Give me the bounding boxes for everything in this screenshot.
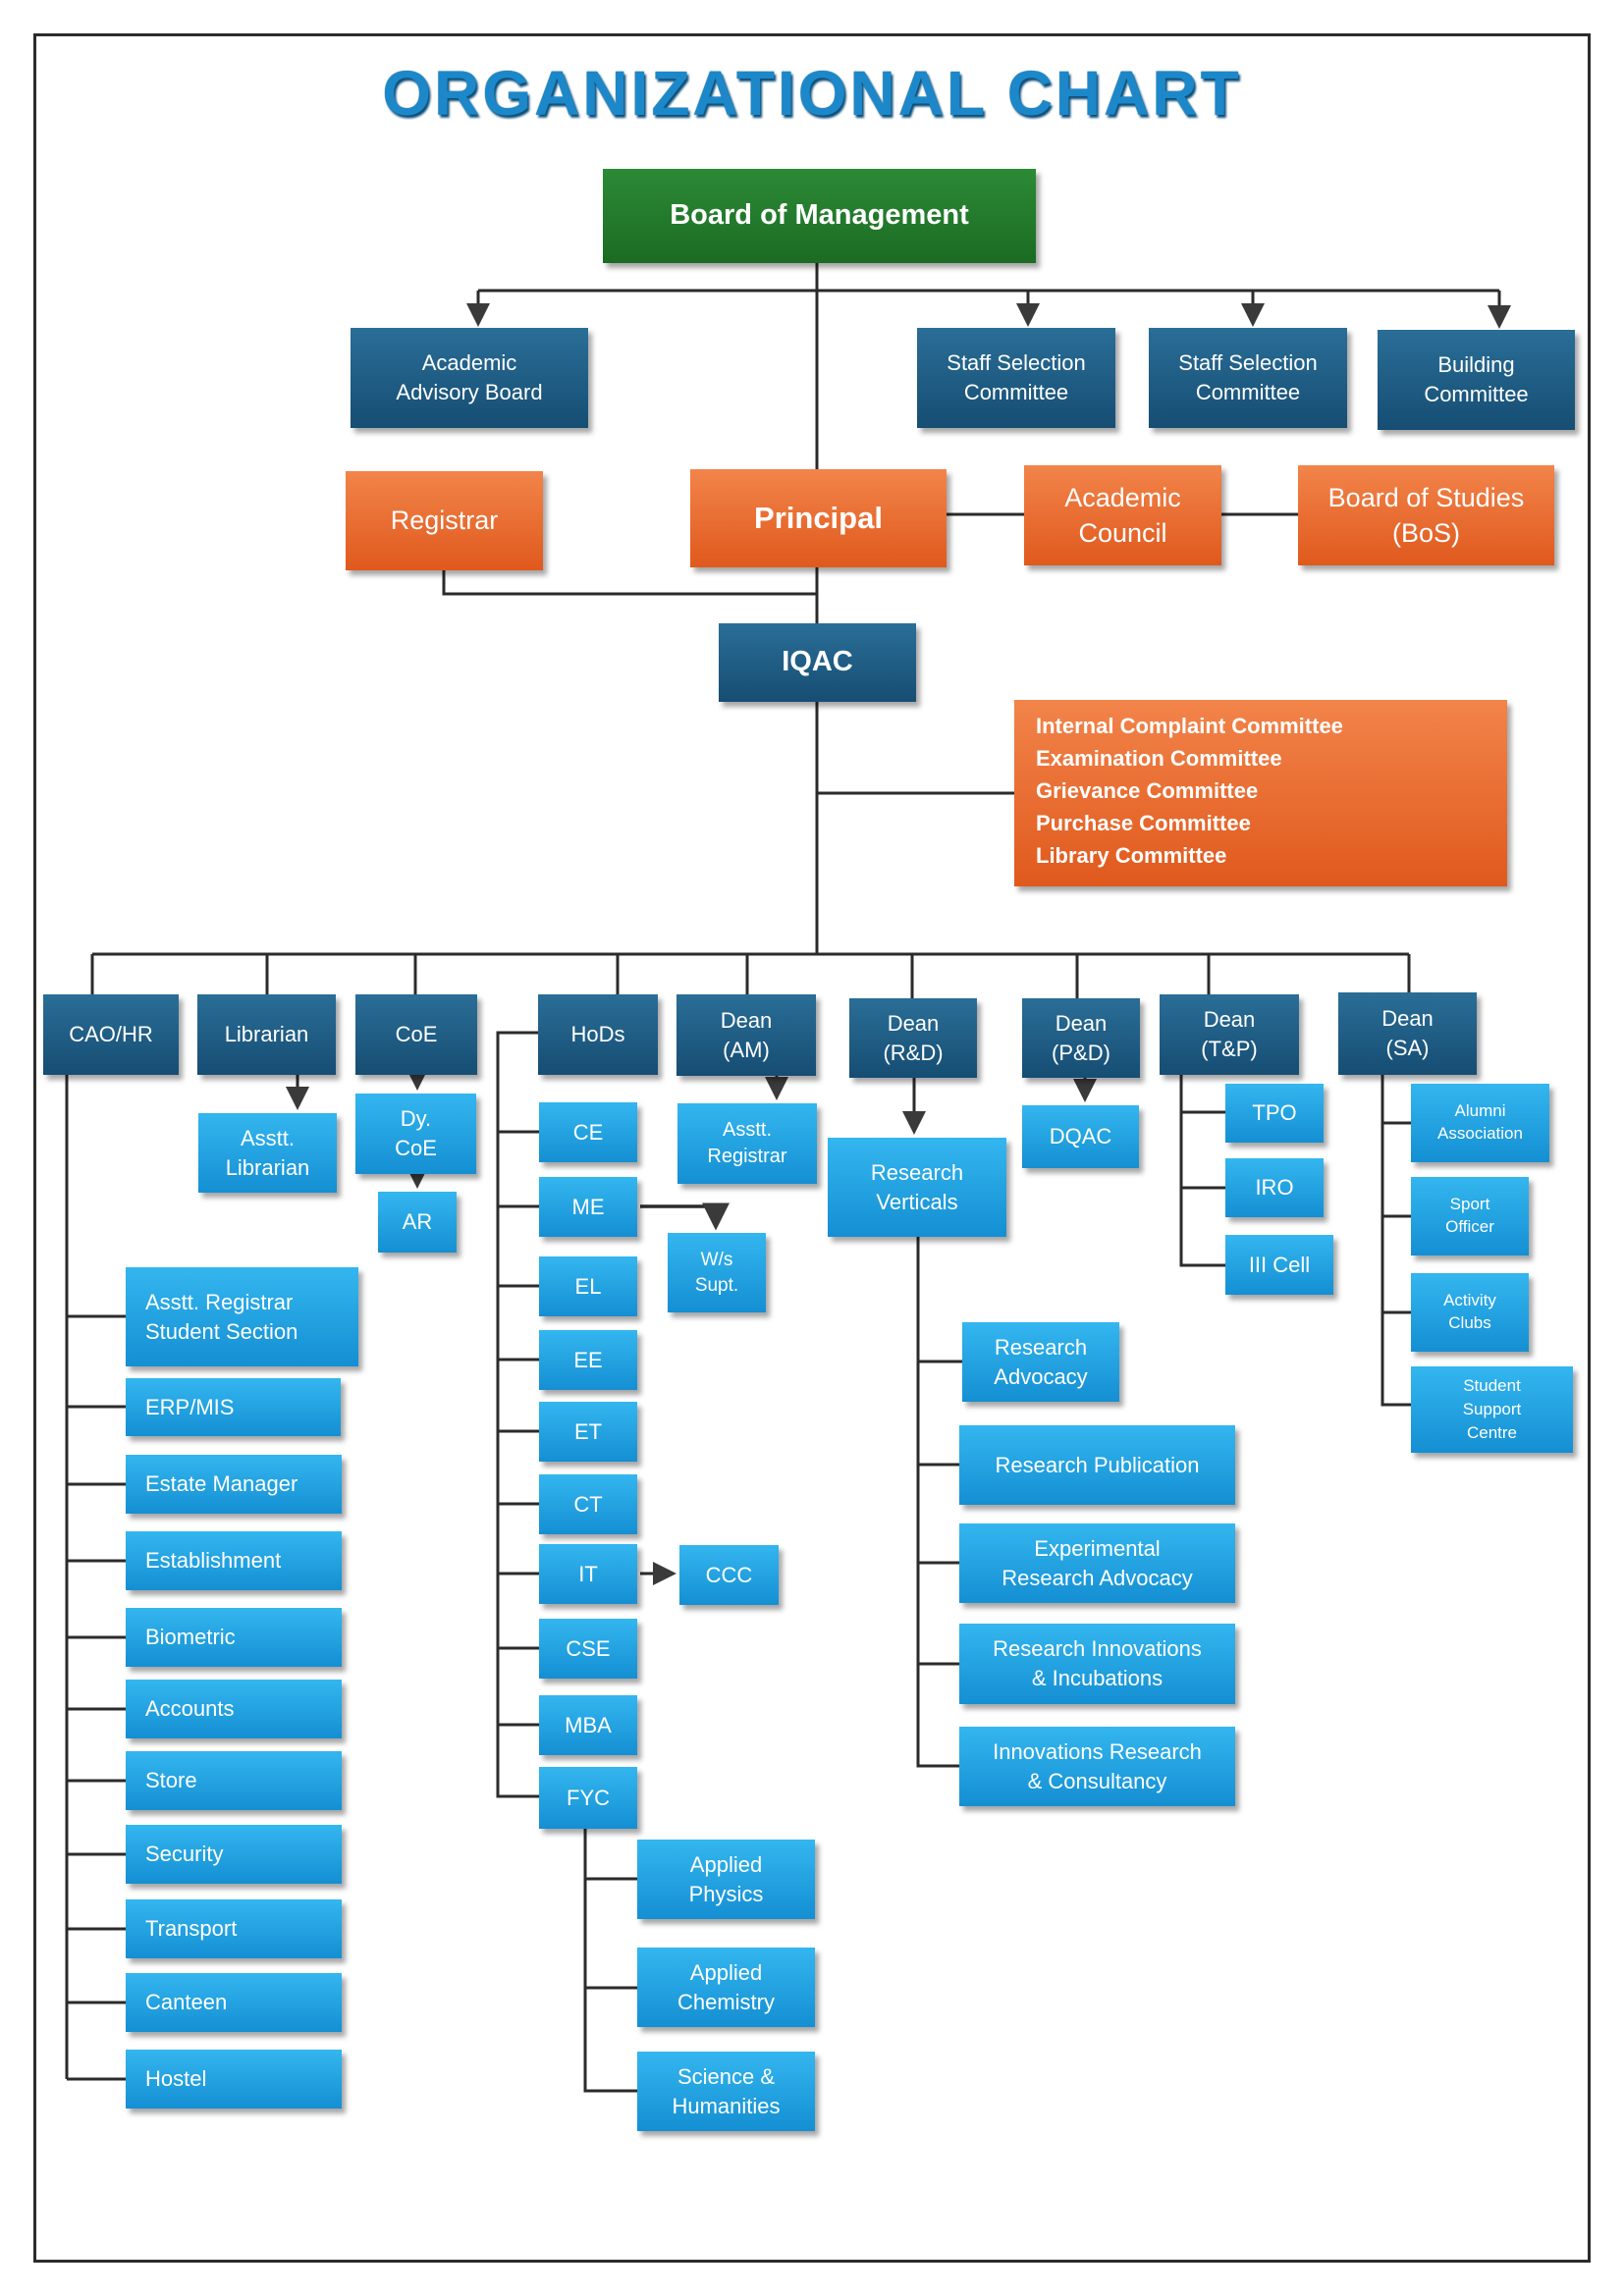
cao-item-biometric: Biometric [126,1608,342,1667]
fyc-item-applied-physics: Applied Physics [637,1840,815,1919]
dean-rd-box: Dean (R&D) [849,998,977,1078]
academic-advisory-board-box: Academic Advisory Board [351,328,588,428]
cao-item-canteen: Canteen [126,1973,342,2032]
ccc-box: CCC [679,1545,779,1605]
cao-item-erp-mis: ERP/MIS [126,1378,341,1436]
staff-selection-committee-box-1: Staff Selection Committee [917,328,1115,428]
sa-item-sport-officer: Sport Officer [1411,1177,1529,1255]
asst-librarian-box: Asstt. Librarian [198,1113,337,1193]
department-it: IT [539,1544,637,1604]
academic-council-box: Academic Council [1024,465,1221,565]
board-of-management-box: Board of Management [603,169,1036,263]
department-mba: MBA [539,1695,637,1755]
department-fyc: FYC [539,1767,637,1829]
cao-item-transport: Transport [126,1899,342,1958]
department-et: ET [539,1402,637,1462]
ws-supt-box: W/s Supt. [668,1233,766,1312]
building-committee-box: Building Committee [1378,330,1575,430]
cao-item-security: Security [126,1825,342,1884]
research-item-innovations-incubations: Research Innovations & Incubations [959,1624,1235,1704]
cao-item-establishment: Establishment [126,1531,342,1590]
committee-item: Purchase Committee [1036,811,1251,835]
cao-item-hostel: Hostel [126,2050,342,2109]
committee-item: Library Committee [1036,843,1227,868]
fyc-item-applied-chemistry: Applied Chemistry [637,1948,815,2027]
dean-pd-box: Dean (P&D) [1022,998,1140,1078]
registrar-box: Registrar [346,471,543,570]
hods-box: HoDs [538,994,658,1075]
staff-selection-committee-box-2: Staff Selection Committee [1149,328,1347,428]
committee-item: Internal Complaint Committee [1036,714,1343,738]
board-of-studies-box: Board of Studies (BoS) [1298,465,1554,565]
cao-item-asst-registrar-student-section: Asstt. Registrar Student Section [126,1267,358,1366]
sa-item-activity-clubs: Activity Clubs [1411,1273,1529,1352]
tp-item-iii-cell: III Cell [1225,1235,1333,1295]
cao-item-estate-manager: Estate Manager [126,1455,342,1514]
page-border [33,33,1591,2263]
sa-item-alumni-association: Alumni Association [1411,1084,1549,1162]
cao-item-store: Store [126,1751,342,1810]
tp-item-iro: IRO [1225,1158,1324,1217]
dqac-box: DQAC [1022,1105,1139,1168]
dean-tp-box: Dean (T&P) [1160,994,1299,1075]
sa-item-student-support-centre: Student Support Centre [1411,1366,1573,1453]
department-el: EL [539,1256,637,1316]
research-verticals-box: Research Verticals [828,1138,1006,1237]
department-ee: EE [539,1330,637,1390]
cao-hr-box: CAO/HR [43,994,179,1075]
asst-registrar-am-box: Asstt. Registrar [677,1103,817,1184]
department-ce: CE [539,1102,637,1162]
research-item-experimental-advocacy: Experimental Research Advocacy [959,1523,1235,1603]
dean-sa-box: Dean (SA) [1338,992,1477,1075]
department-cse: CSE [539,1619,637,1679]
research-item-advocacy: Research Advocacy [962,1322,1119,1402]
page-title: ORGANIZATIONAL CHART [382,58,1242,129]
dy-coe-box: Dy. CoE [355,1094,476,1174]
department-me: ME [539,1177,637,1237]
principal-box: Principal [690,469,947,567]
fyc-item-science-humanities: Science & Humanities [637,2052,815,2131]
librarian-box: Librarian [197,994,336,1075]
committee-item: Grievance Committee [1036,778,1259,803]
dean-am-box: Dean (AM) [677,994,816,1076]
department-ct: CT [539,1474,637,1534]
research-item-publication: Research Publication [959,1425,1235,1505]
committee-item: Examination Committee [1036,746,1282,771]
iqac-box: IQAC [719,623,916,702]
ar-box: AR [378,1192,457,1253]
committees-box: Internal Complaint Committee Examination… [1014,700,1507,886]
tp-item-tpo: TPO [1225,1084,1324,1143]
research-item-innovations-consultancy: Innovations Research & Consultancy [959,1727,1235,1806]
coe-box: CoE [355,994,477,1075]
cao-item-accounts: Accounts [126,1680,342,1738]
